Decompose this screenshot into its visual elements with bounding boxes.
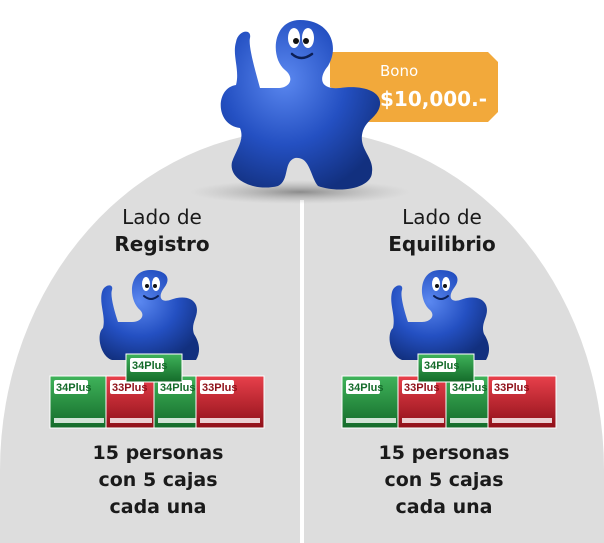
bonus-label: Bono (380, 62, 419, 80)
right-side-note: 15 personas con 5 cajas cada una (334, 440, 554, 521)
top-puzzle-mascot (220, 20, 381, 190)
left-side-title: Lado de Registro (62, 204, 262, 258)
right-box-stack: 34Plus 33Plus 34Plus 33Plus 34Plus (341, 353, 557, 429)
left-product-box-3: 34Plus (153, 375, 201, 429)
left-note-line3: cada una (109, 496, 207, 518)
left-puzzle-mascot (99, 270, 200, 360)
left-product-box-4: 33Plus (195, 375, 265, 429)
right-side-title: Lado de Equilibrio (342, 204, 542, 258)
right-product-box-label-5: 34Plus (424, 360, 459, 372)
left-product-box-label-3: 34Plus (160, 382, 195, 394)
left-product-box-2: 33Plus (105, 375, 157, 429)
right-side-title-line2: Equilibrio (388, 232, 496, 256)
right-product-box-2: 33Plus (397, 375, 449, 429)
bonus-amount: $10,000.- (380, 87, 487, 111)
right-product-box-1: 34Plus (341, 375, 401, 429)
right-side-title-line1: Lado de (402, 205, 482, 229)
left-side-title-line2: Registro (114, 232, 210, 256)
right-note-line2: con 5 cajas (384, 469, 504, 491)
left-product-box-label-1: 34Plus (56, 382, 91, 394)
right-note-line1: 15 personas (378, 442, 510, 464)
left-side-title-line1: Lado de (122, 205, 202, 229)
top-piece-shadow (190, 180, 410, 204)
left-note-line2: con 5 cajas (98, 469, 218, 491)
right-product-box-3: 34Plus (445, 375, 493, 429)
right-puzzle-mascot (389, 270, 490, 360)
right-product-box-label-4: 33Plus (494, 382, 529, 394)
left-product-box-label-2: 33Plus (112, 382, 147, 394)
left-note-line1: 15 personas (92, 442, 224, 464)
left-product-box-label-5: 34Plus (132, 360, 167, 372)
right-product-box-label-2: 33Plus (404, 382, 439, 394)
right-product-box-5: 34Plus (417, 353, 475, 383)
right-product-box-4: 33Plus (487, 375, 557, 429)
left-side-note: 15 personas con 5 cajas cada una (48, 440, 268, 521)
left-product-box-label-4: 33Plus (202, 382, 237, 394)
right-product-box-label-1: 34Plus (348, 382, 383, 394)
left-product-box-1: 34Plus (49, 375, 109, 429)
right-note-line3: cada una (395, 496, 493, 518)
left-product-box-5: 34Plus (125, 353, 183, 383)
left-box-stack: 34Plus 33Plus 34Plus 33Plus 34Plus (49, 353, 265, 429)
right-product-box-label-3: 34Plus (452, 382, 487, 394)
